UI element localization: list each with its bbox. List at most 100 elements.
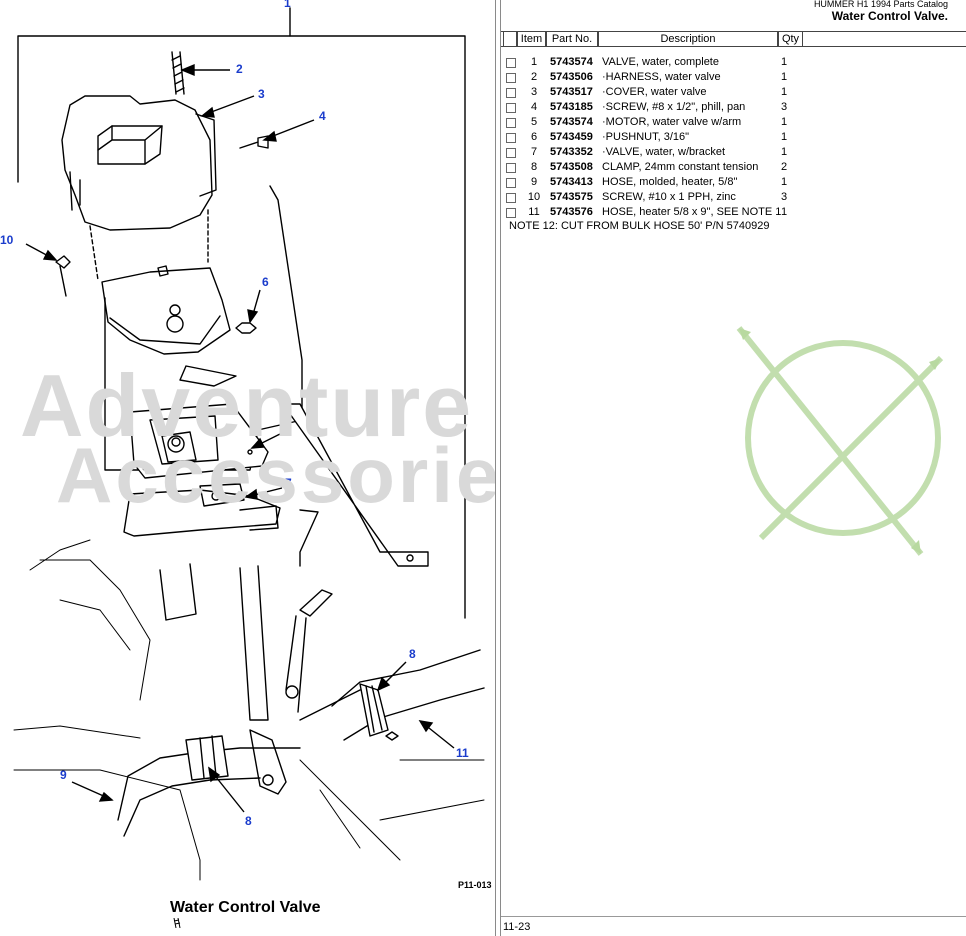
item-number: 8 [530,161,538,173]
part-description: ·SCREW, #8 x 1/2", phill, pan [602,101,746,113]
row-checkbox[interactable] [506,103,516,113]
callout-3[interactable]: 3 [258,87,265,101]
table-header: Item Part No. Description Qty [501,31,966,47]
part-description: ·HARNESS, water valve [602,71,721,83]
item-number: 5 [530,116,538,128]
row-checkbox[interactable] [506,118,516,128]
section-title: Water Control Valve. [831,9,948,23]
item-number: 11 [528,206,540,218]
table-row[interactable]: 1 5743574 VALVE, water, complete 1 [501,55,966,70]
part-description: ·MOTOR, water valve w/arm [602,116,742,128]
part-description: SCREW, #10 x 1 PPH, zinc [602,191,736,203]
item-number: 10 [527,191,541,203]
part-qty: 1 [781,56,788,68]
part-description: HOSE, heater 5/8 x 9", SEE NOTE 1 [602,206,782,218]
part-qty: 1 [781,131,788,143]
part-number: 5743506 [550,71,593,83]
parts-list: 1 5743574 VALVE, water, complete 1 2 574… [501,55,966,220]
part-description: VALVE, water, complete [602,56,719,68]
watermark-line2: Accessories [56,431,549,519]
header-description[interactable]: Description [598,32,778,46]
part-description: ·PUSHNUT, 3/16" [602,131,690,143]
part-number: 5743413 [550,176,593,188]
part-number: 5743185 [550,101,593,113]
row-checkbox[interactable] [506,208,516,218]
item-number: 6 [530,131,538,143]
part-qty: 1 [781,176,788,188]
row-checkbox[interactable] [506,163,516,173]
part-number: 5743352 [550,146,593,158]
row-checkbox[interactable] [506,73,516,83]
part-number: 5743576 [550,206,593,218]
part-qty: 1 [781,116,788,128]
table-row[interactable]: 10 5743575 SCREW, #10 x 1 PPH, zinc 3 [501,190,966,205]
diagram-pane[interactable]: 1 2 3 4 10 6 5 7 8 11 9 8 P11-013 Water … [0,0,495,936]
part-description: ·COVER, water valve [602,86,707,98]
row-checkbox[interactable] [506,88,516,98]
header-qty[interactable]: Qty [778,32,803,46]
table-row[interactable]: 9 5743413 HOSE, molded, heater, 5/8" 1 [501,175,966,190]
table-row[interactable]: 5 5743574 ·MOTOR, water valve w/arm 1 [501,115,966,130]
callout-9[interactable]: 9 [60,768,67,782]
part-number: 5743508 [550,161,593,173]
part-qty: 2 [781,161,788,173]
item-number: 3 [530,86,538,98]
callout-4[interactable]: 4 [319,109,326,123]
pane-splitter[interactable] [495,0,501,936]
table-row[interactable]: 8 5743508 CLAMP, 24mm constant tension 2 [501,160,966,175]
table-row[interactable]: 3 5743517 ·COVER, water valve 1 [501,85,966,100]
item-number: 7 [530,146,538,158]
part-qty: 1 [781,71,788,83]
callout-5[interactable]: 5 [284,422,291,436]
row-checkbox[interactable] [506,148,516,158]
item-number: 2 [530,71,538,83]
callout-10[interactable]: 10 [0,233,14,247]
part-number: 5743574 [550,116,593,128]
item-number: 4 [530,101,538,113]
exploded-diagram [13,7,485,881]
header-part-no[interactable]: Part No. [546,32,598,46]
header-select[interactable] [503,32,517,46]
part-qty: 1 [781,146,788,158]
table-row[interactable]: 7 5743352 ·VALVE, water, w/bracket 1 [501,145,966,160]
watermark-compass-icon [736,326,944,556]
part-number: 5743574 [550,56,593,68]
row-checkbox[interactable] [506,58,516,68]
part-description: CLAMP, 24mm constant tension [602,161,759,173]
part-description: HOSE, molded, heater, 5/8" [602,176,738,188]
item-number: 9 [530,176,538,188]
harness-small-icon [173,918,181,928]
table-row[interactable]: 11 5743576 HOSE, heater 5/8 x 9", SEE NO… [501,205,966,220]
part-description: ·VALVE, water, w/bracket [602,146,726,158]
part-number: 5743517 [550,86,593,98]
header-item[interactable]: Item [517,32,546,46]
page-number: 11-23 [503,921,531,933]
parts-pane: HUMMER H1 1994 Parts Catalog Water Contr… [501,0,966,936]
part-qty: 3 [781,101,788,113]
callout-8-upper[interactable]: 8 [409,647,416,661]
bulk-hose-note: NOTE 12: CUT FROM BULK HOSE 50' P/N 5740… [509,220,770,232]
callout-6[interactable]: 6 [262,275,269,289]
table-row[interactable]: 4 5743185 ·SCREW, #8 x 1/2", phill, pan … [501,100,966,115]
row-checkbox[interactable] [506,193,516,203]
figure-code: P11-013 [458,880,492,890]
item-number: 1 [530,56,538,68]
footer-divider [501,916,966,917]
catalog-name: HUMMER H1 1994 Parts Catalog [813,0,948,9]
row-checkbox[interactable] [506,133,516,143]
watermark-line1: Adventure [20,356,474,455]
part-number: 5743575 [550,191,593,203]
part-qty: 1 [781,206,788,218]
part-number: 5743459 [550,131,593,143]
part-qty: 3 [781,191,788,203]
callout-8-lower[interactable]: 8 [245,814,252,828]
table-row[interactable]: 2 5743506 ·HARNESS, water valve 1 [501,70,966,85]
callout-1[interactable]: 1 [284,0,291,10]
part-qty: 1 [781,86,788,98]
callout-11[interactable]: 11 [456,746,469,760]
figure-title: Water Control Valve [170,899,321,916]
table-row[interactable]: 6 5743459 ·PUSHNUT, 3/16" 1 [501,130,966,145]
callout-7[interactable]: 7 [285,476,292,490]
callout-2[interactable]: 2 [236,62,243,76]
row-checkbox[interactable] [506,178,516,188]
